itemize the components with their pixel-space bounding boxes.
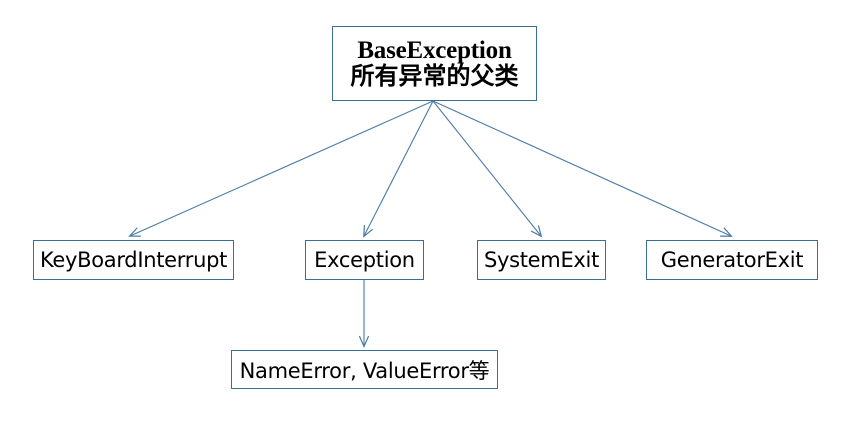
node-generatorexit-label: GeneratorExit [660,248,804,272]
edge-base-to-exception [363,100,434,238]
node-nameerror-valueerror-label: NameError, ValueError等 [239,358,490,383]
node-generatorexit[interactable]: GeneratorExit [646,240,818,280]
node-nameerror-valueerror[interactable]: NameError, ValueError等 [231,350,498,389]
node-keyboardinterrupt[interactable]: KeyBoardInterrupt [33,240,234,280]
node-baseexception[interactable]: BaseException 所有异常的父类 [332,26,537,101]
edge-base-to-systemexit [432,100,543,238]
node-baseexception-label-en: BaseException [357,37,512,65]
node-exception-label: Exception [314,248,415,272]
node-keyboardinterrupt-label: KeyBoardInterrupt [39,248,228,272]
edge-base-to-generatorexit [432,100,733,237]
node-systemexit-label: SystemExit [483,248,600,272]
edge-base-to-keyboardinterrupt [128,100,434,237]
node-systemexit[interactable]: SystemExit [477,240,606,280]
node-baseexception-label-cn: 所有异常的父类 [350,61,519,90]
node-exception[interactable]: Exception [305,240,424,280]
